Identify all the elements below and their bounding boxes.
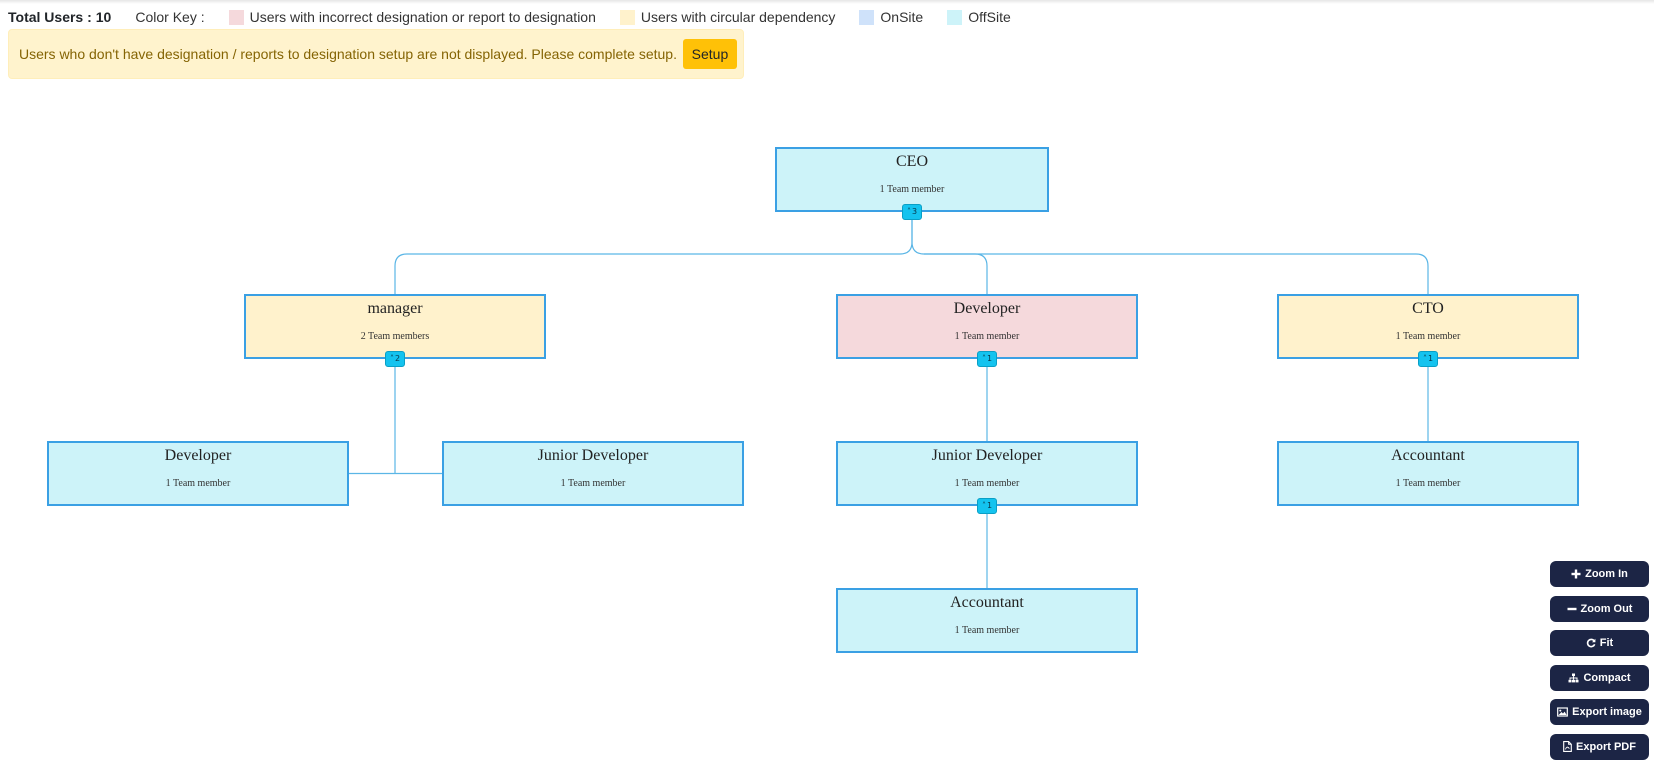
key-item-offsite: OffSite [947,9,1011,25]
color-key-label: Color Key : [135,9,205,25]
node-title: CTO [1412,300,1444,317]
zoom-in-button[interactable]: Zoom In [1550,561,1649,587]
setup-alert: Users who don't have designation / repor… [8,29,744,79]
org-node-ceo[interactable]: CEO 1 Team member [775,147,1049,212]
node-title: Junior Developer [537,447,649,464]
node-title: Developer [953,300,1021,317]
node-member-count: 1 Team member [954,331,1020,342]
export-pdf-button[interactable]: Export PDF [1550,733,1649,760]
children-count: 1 [986,354,993,363]
children-count: 1 [986,501,993,510]
chevron-up-icon: ˄ [389,354,394,363]
children-count: 3 [911,207,918,216]
org-node-cto[interactable]: CTO 1 Team member [1277,294,1579,359]
refresh-icon [1586,638,1596,648]
node-member-count: 1 Team member [954,625,1020,636]
expand-collapse-button[interactable]: ˄3 [902,204,922,220]
chevron-up-icon: ˄ [906,207,911,216]
key-label-onsite: OnSite [880,9,924,25]
org-node-manager[interactable]: manager 2 Team members [244,294,546,359]
node-member-count: 1 Team member [879,184,945,195]
key-item-onsite: OnSite [859,9,923,25]
setup-button[interactable]: Setup [682,39,737,69]
node-member-count: 1 Team member [954,478,1020,489]
fit-label: Fit [1599,637,1614,649]
fit-button[interactable]: Fit [1550,630,1649,656]
sitemap-icon [1568,673,1579,682]
export-image-button[interactable]: Export image [1550,699,1649,725]
expand-collapse-button[interactable]: ˄1 [1418,351,1438,367]
image-icon [1557,707,1569,717]
node-member-count: 2 Team members [360,331,430,342]
key-swatch-onsite [859,9,875,25]
node-member-count: 1 Team member [560,478,626,489]
minus-icon [1567,607,1577,610]
connector-line [349,359,442,475]
connector-line [911,212,1429,294]
node-member-count: 1 Team member [165,478,231,489]
setup-alert-text: Users who don't have designation / repor… [19,46,677,62]
file-pdf-icon [1563,741,1572,752]
export-image-label: Export image [1572,706,1642,718]
key-item-circular: Users with circular dependency [619,9,836,25]
key-label-incorrect: Users with incorrect designation or repo… [249,9,596,25]
org-node-accountant-2[interactable]: Accountant 1 Team member [836,588,1138,653]
key-item-incorrect: Users with incorrect designation or repo… [228,9,596,25]
children-count: 1 [1427,354,1434,363]
org-node-developer-2[interactable]: Developer 1 Team member [47,441,349,506]
compact-button[interactable]: Compact [1550,664,1649,691]
compact-label: Compact [1583,671,1631,684]
node-title: Accountant [950,594,1024,611]
key-label-offsite: OffSite [968,9,1011,25]
top-shadow [0,0,1654,4]
expand-collapse-button[interactable]: ˄1 [977,351,997,367]
org-node-junior-dev-2[interactable]: Junior Developer 1 Team member [836,441,1138,506]
org-node-accountant-1[interactable]: Accountant 1 Team member [1277,441,1579,506]
zoom-out-label: Zoom Out [1580,602,1633,615]
key-swatch-offsite [947,9,963,25]
connector-line [924,253,988,294]
plus-icon [1571,569,1581,579]
chevron-up-icon: ˄ [981,354,986,363]
total-users-label: Total Users : [8,9,92,25]
node-title: Developer [164,447,232,464]
key-label-circular: Users with circular dependency [640,9,836,25]
node-title: CEO [896,153,928,170]
connector-line [394,212,913,294]
chart-controls: Zoom In Zoom Out Fit Compact Export imag… [1550,561,1649,768]
export-pdf-label: Export PDF [1576,740,1636,753]
zoom-in-label: Zoom In [1585,568,1628,580]
org-node-developer[interactable]: Developer 1 Team member [836,294,1138,359]
expand-collapse-button[interactable]: ˄2 [385,351,405,367]
total-users-value: 10 [95,9,112,25]
zoom-out-button[interactable]: Zoom Out [1550,595,1649,622]
color-key-bar: Total Users : 10 Color Key : Users with … [8,7,1011,27]
node-member-count: 1 Team member [1395,478,1461,489]
chevron-up-icon: ˄ [1422,354,1427,363]
node-title: Accountant [1391,447,1465,464]
expand-collapse-button[interactable]: ˄1 [977,498,997,514]
org-node-junior-dev-1[interactable]: Junior Developer 1 Team member [442,441,744,506]
node-member-count: 1 Team member [1395,331,1461,342]
chevron-up-icon: ˄ [981,501,986,510]
node-title: manager [367,300,423,317]
key-swatch-circular [619,9,635,25]
key-swatch-incorrect [228,9,244,25]
node-title: Junior Developer [931,447,1043,464]
children-count: 2 [394,354,401,363]
